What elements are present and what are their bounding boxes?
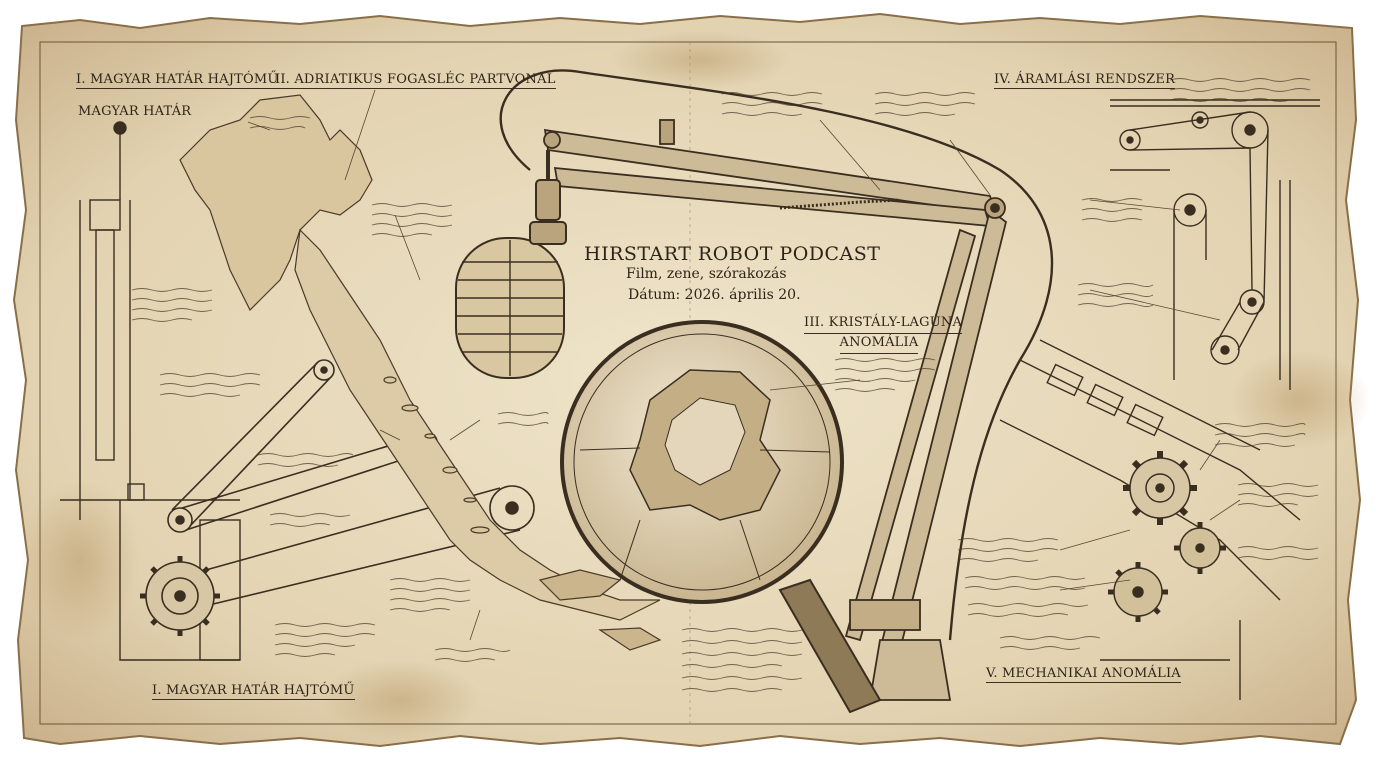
page-title: HIRSTART ROBOT PODCAST <box>584 243 881 265</box>
adriatic-coastline-map <box>179 94 662 651</box>
section-3-title: III. KRISTÁLY-LAGÚNA ANOMÁLIA <box>804 314 963 354</box>
section-1-bottom-title: I. MAGYAR HATÁR HAJTÓMŰ <box>152 683 355 700</box>
page-subtitle: Film, zene, szórakozás <box>626 266 787 282</box>
gear-icon <box>1123 451 1197 525</box>
handwritten-annotations <box>131 78 1319 692</box>
magnifier-icon <box>560 320 882 714</box>
section-1-title: I. MAGYAR HATÁR HAJTÓMŰ <box>76 72 279 89</box>
section-3-title-line-2: ANOMÁLIA <box>839 334 919 354</box>
section-2-title: II. ADRIATIKUS FOGASLÉC PARTVONAL <box>275 72 556 89</box>
gear-icon <box>140 556 220 636</box>
flow-system <box>1110 99 1320 390</box>
mic-cable <box>499 69 1054 641</box>
gear-icon <box>1108 562 1168 622</box>
section-5-title: V. MECHANIKAI ANOMÁLIA <box>986 666 1181 683</box>
section-4-title: IV. ÁRAMLÁSI RENDSZER <box>994 72 1176 89</box>
gear-icon <box>1174 522 1226 574</box>
microphone-icon <box>455 150 567 379</box>
page-date: Dátum: 2026. április 20. <box>628 287 801 303</box>
boom-arm-icon <box>543 119 1008 701</box>
section-3-title-line-1: III. KRISTÁLY-LAGÚNA <box>804 314 963 334</box>
section-1-sublabel: MAGYAR HATÁR <box>78 104 192 119</box>
